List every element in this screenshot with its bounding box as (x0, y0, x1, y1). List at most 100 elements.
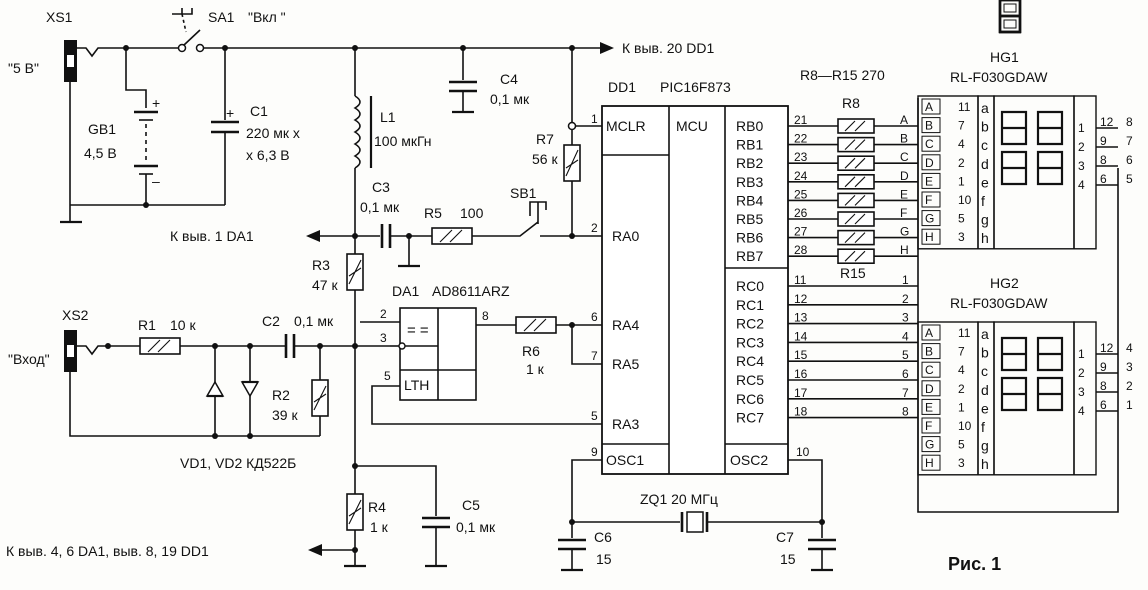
da1-pin2: 2 (380, 307, 387, 321)
rb-seg-label: C (900, 150, 909, 164)
r1-hatch (147, 339, 171, 353)
dd1-body (601, 105, 789, 475)
dd1-pin-num: 7 (591, 349, 598, 363)
arrow-to-da1-1 (306, 230, 320, 242)
rb-pin-num: 25 (794, 187, 808, 201)
display-row-seg: h (981, 456, 989, 472)
digit-index: 4 (1078, 178, 1085, 192)
c5-ref: C5 (462, 497, 480, 513)
rc-pin-name: RC1 (736, 297, 764, 313)
c6-value: 15 (596, 551, 612, 567)
r4-hatch (348, 499, 362, 525)
display-row-seg: h (981, 230, 989, 246)
wire-input-gnd (69, 372, 320, 437)
digit-bus: 7 (1126, 134, 1133, 148)
gb1-value: 4,5 В (84, 145, 117, 161)
display-row-cell (921, 210, 941, 227)
display-row-in: F (925, 193, 932, 207)
da1-ref: DA1 (392, 283, 419, 299)
digit-bus: 2 (1126, 379, 1133, 393)
rb-pin-name: RB3 (736, 174, 763, 190)
hg1-ref: HG1 (990, 49, 1019, 65)
rb-pin-name: RB7 (736, 248, 763, 264)
rb-pin-num: 23 (794, 150, 808, 164)
xs2-jack-slot (67, 345, 74, 357)
display-row-pin: 11 (958, 326, 971, 340)
rc-pin-num: 14 (794, 329, 808, 343)
rb-pin-num: 27 (794, 225, 808, 239)
rb-seg-label: H (900, 243, 909, 257)
digit-pin: 6 (1100, 172, 1107, 186)
seven-seg-digit (1036, 110, 1064, 146)
rb-seg-label: F (900, 206, 907, 220)
rb-pin-num: 26 (794, 206, 808, 220)
c7-ref: C7 (776, 529, 794, 545)
seven-seg-digit (1036, 336, 1064, 372)
dd1-pin-num: 10 (796, 445, 810, 459)
display-row-in: H (925, 456, 934, 470)
c7-value: 15 (780, 551, 796, 567)
display-row-in: E (925, 400, 933, 414)
dd1-value: PIC16F873 (660, 79, 731, 95)
rb-resistor (837, 192, 875, 209)
display-row-cell (921, 172, 941, 189)
rc-pin-name: RC7 (736, 410, 764, 426)
digit-pin: 6 (1100, 398, 1107, 412)
display-row-seg: e (981, 400, 989, 416)
rb-seg-label: D (900, 169, 909, 183)
vd1-triangle (205, 380, 225, 397)
display-row-cell (921, 191, 941, 208)
c1-plus: + (226, 105, 234, 121)
display-row-cell (921, 117, 941, 134)
sa1-contact (177, 43, 187, 53)
r4-value: 1 к (370, 519, 389, 535)
r8-ref: R8 (842, 95, 860, 111)
rc-pin-name: RC3 (736, 334, 764, 350)
r4-ref: R4 (368, 499, 386, 515)
digit-bus: 8 (1126, 115, 1133, 129)
rc-bus-num: 4 (902, 329, 909, 343)
display-row-in: D (925, 382, 934, 396)
digit-pin: 9 (1100, 360, 1107, 374)
rc-pin-name: RC4 (736, 353, 764, 369)
l1-value: 100 мкГн (374, 133, 432, 149)
rc-pin-name: RC5 (736, 372, 764, 388)
seg-inner (1003, 19, 1017, 29)
gb1-plus: + (152, 95, 160, 111)
digit-bus: 6 (1126, 153, 1133, 167)
display-row-pin: 7 (958, 119, 965, 133)
r7-value: 56 к (532, 151, 558, 167)
display-row-cell (921, 324, 941, 341)
display-row-cell (921, 436, 941, 453)
rb-resistor (837, 136, 875, 153)
rb-seg-label: G (900, 225, 909, 239)
seven-seg-digit (1000, 376, 1028, 412)
node (105, 343, 111, 349)
display-row-in: B (925, 119, 933, 133)
wire-xs2 (77, 345, 140, 356)
dd1-pin-num: 6 (591, 310, 598, 324)
dd1-ref: DD1 (608, 79, 636, 95)
dd1-pin-num: 2 (591, 221, 598, 235)
rb-resistor-hatch (844, 139, 866, 150)
dd1-pin-name: RA5 (612, 356, 639, 372)
digit-index: 1 (1078, 347, 1085, 361)
display-row-in: F (925, 419, 932, 433)
rb-pin-name: RB4 (736, 192, 763, 208)
da1-value: AD8611ARZ (432, 283, 510, 299)
rb-pin-name: RB6 (736, 230, 763, 246)
digit-pin: 12 (1100, 115, 1114, 129)
c1-ref: C1 (250, 103, 268, 119)
display-row-cell (921, 135, 941, 152)
dd1-core: MCU (676, 118, 708, 134)
seg-inner (1003, 3, 1017, 13)
rb-pin-name: RB5 (736, 211, 763, 227)
r1-ref: R1 (138, 317, 156, 333)
sa1-ref: SA1 (208, 9, 235, 25)
display-row-pin: 10 (958, 193, 972, 207)
seven-seg-digit (1000, 336, 1028, 372)
display-row-cell (921, 361, 941, 378)
display-row-seg: g (981, 438, 989, 454)
